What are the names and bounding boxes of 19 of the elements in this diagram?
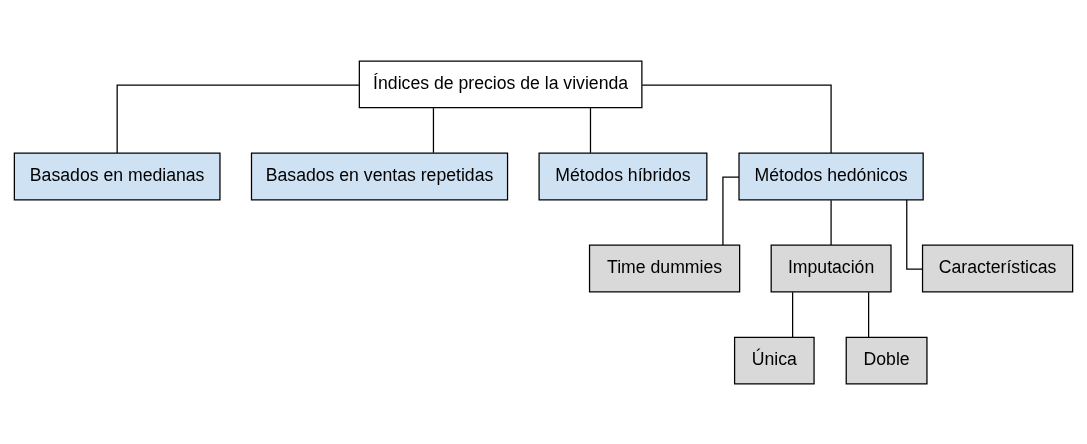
node-box: Doble bbox=[845, 336, 928, 385]
connector bbox=[830, 199, 832, 246]
node-box: Time dummies bbox=[588, 244, 741, 292]
connector bbox=[641, 83, 832, 154]
node-box: Índices de precios de la vivienda bbox=[358, 59, 643, 108]
node-box: Basados en ventas repetidas bbox=[250, 152, 509, 200]
node-box: Características bbox=[921, 244, 1074, 292]
node-box: Métodos híbridos bbox=[538, 152, 708, 200]
connector bbox=[589, 106, 592, 153]
connector bbox=[722, 175, 740, 246]
connector bbox=[906, 198, 923, 270]
connector bbox=[868, 291, 870, 338]
node-box: Basados en medianas bbox=[13, 152, 221, 200]
connector bbox=[792, 291, 794, 338]
connector bbox=[116, 83, 360, 154]
node-box: Imputación bbox=[770, 244, 892, 292]
connector bbox=[432, 106, 435, 153]
node-box: Métodos hedónicos bbox=[738, 152, 924, 200]
node-box: Única bbox=[733, 336, 815, 385]
